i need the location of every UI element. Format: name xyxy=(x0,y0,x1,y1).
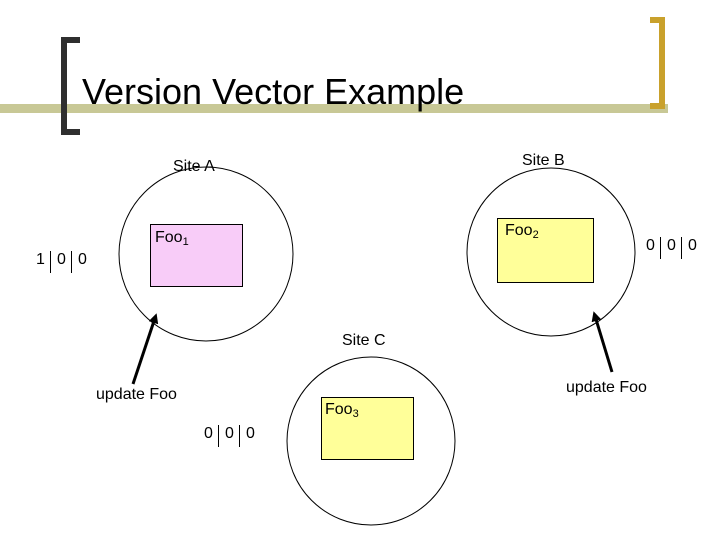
site-a-label: Site A xyxy=(173,158,215,175)
site-a-document-label: Foo1 xyxy=(155,229,189,248)
site-c-label: Site C xyxy=(342,332,386,349)
vector-entry: 1 xyxy=(36,251,45,268)
site-a-update-arrow xyxy=(131,313,159,385)
site-b-label: Site B xyxy=(522,152,565,169)
vector-entry: 0 xyxy=(239,424,261,447)
site-b-update-arrow xyxy=(591,311,614,373)
site-b-version-vector: 0 0 0 xyxy=(640,236,703,259)
vector-entry: 0 xyxy=(681,236,703,259)
title-rule xyxy=(0,104,668,113)
vector-entry: 0 xyxy=(204,425,213,442)
site-b-circle xyxy=(466,167,636,337)
site-c-document xyxy=(321,397,414,460)
site-c-document-label: Foo3 xyxy=(325,401,359,420)
site-b-document-label: Foo2 xyxy=(505,222,539,241)
slide-title: Version Vector Example xyxy=(82,71,465,112)
vector-entry: 0 xyxy=(218,424,240,447)
site-a-document xyxy=(150,224,243,287)
vector-entry: 0 xyxy=(71,250,93,273)
site-a-version-vector: 1 0 0 xyxy=(30,250,93,273)
vector-entry: 0 xyxy=(660,236,682,259)
vector-entry: 0 xyxy=(646,237,655,254)
site-b-update-note: update Foo xyxy=(566,379,647,396)
vector-entry: 0 xyxy=(50,250,72,273)
right-bracket-decoration xyxy=(650,17,665,109)
site-a-circle xyxy=(118,166,294,342)
site-a-update-note: update Foo xyxy=(96,386,177,403)
site-c-circle xyxy=(286,356,456,526)
site-c-version-vector: 0 0 0 xyxy=(198,424,261,447)
site-b-document xyxy=(497,218,594,283)
left-bracket-decoration xyxy=(61,37,80,135)
